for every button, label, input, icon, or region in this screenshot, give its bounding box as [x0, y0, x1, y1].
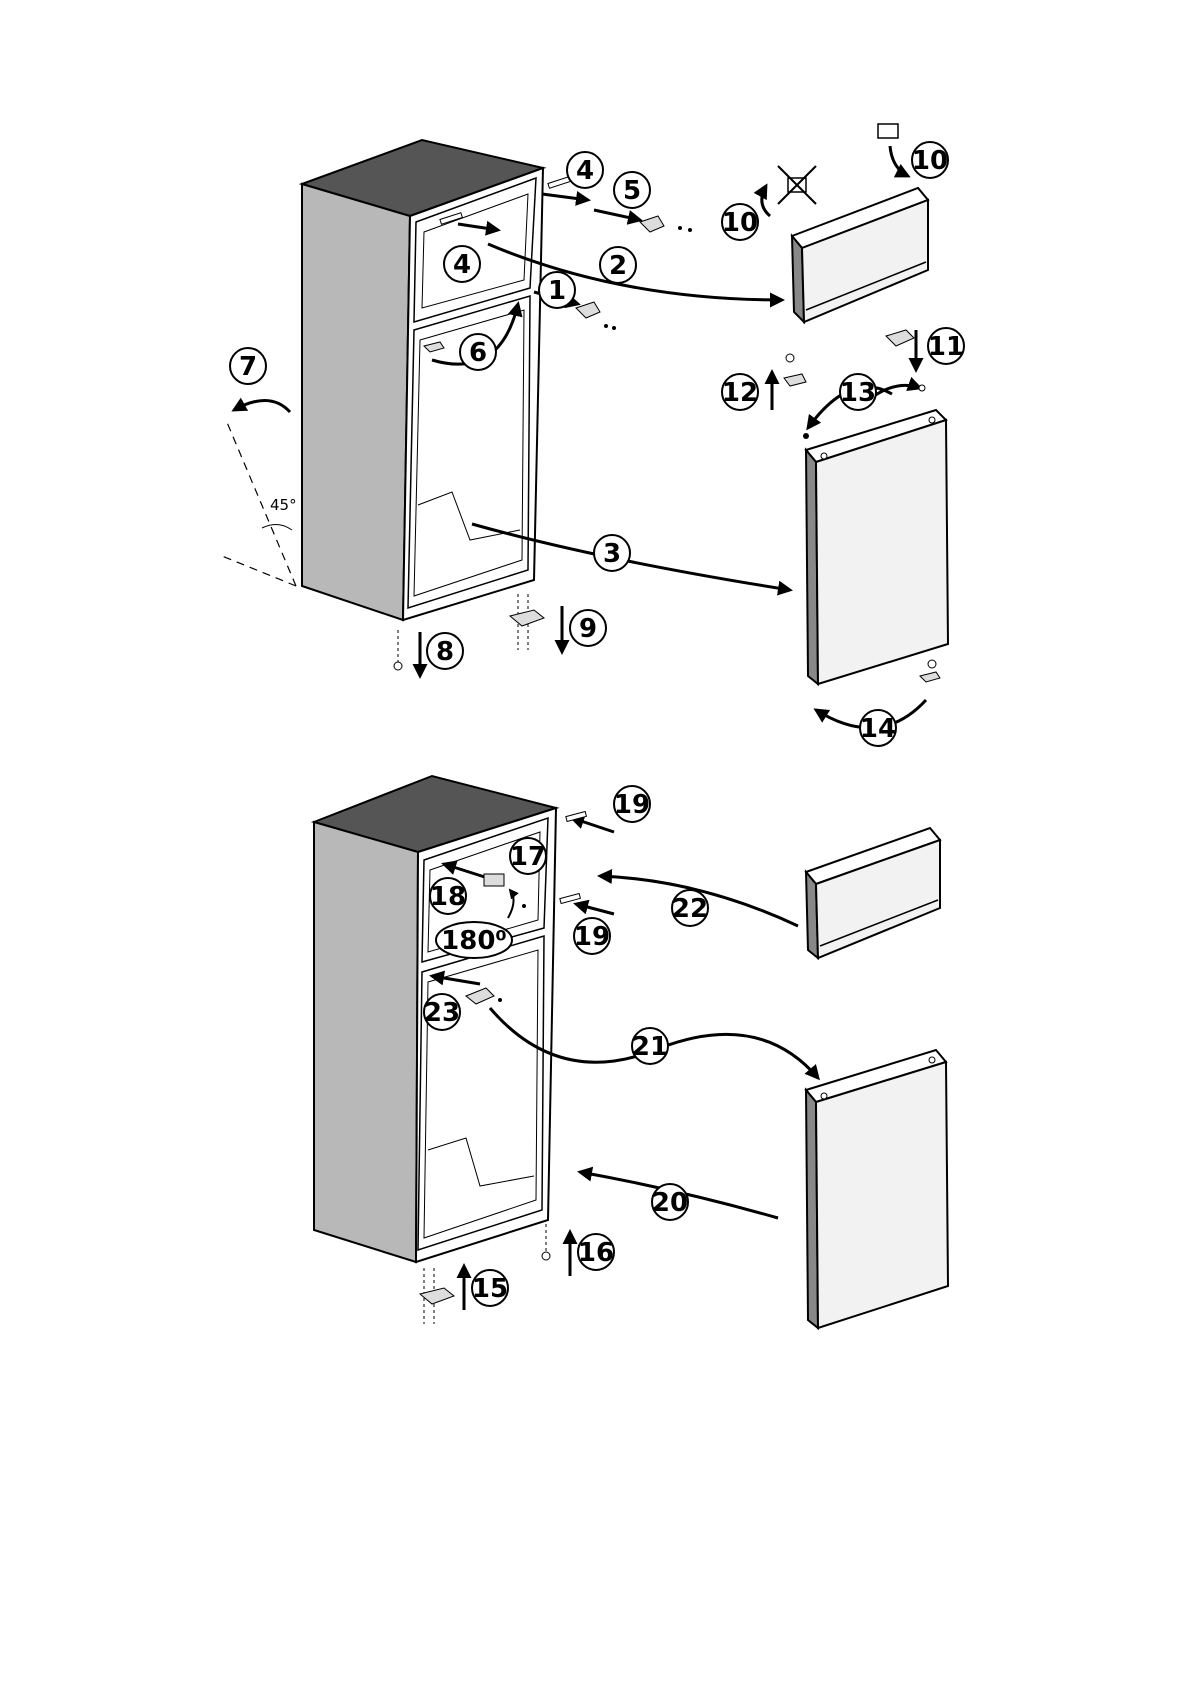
hinge-icon: [640, 216, 664, 232]
svg-text:19: 19: [574, 922, 610, 952]
pin-icon: [548, 177, 570, 189]
svg-text:16: 16: [578, 1238, 614, 1268]
pin-icon: [560, 893, 581, 903]
cabinet-left-side: [302, 184, 410, 620]
cabinet-left-side: [314, 822, 418, 1262]
hinge-icon: [484, 874, 504, 886]
screw-icon: [612, 326, 616, 330]
screw-icon: [394, 662, 402, 670]
svg-text:13: 13: [840, 378, 876, 408]
svg-text:10: 10: [912, 146, 948, 176]
svg-text:6: 6: [469, 338, 487, 368]
svg-text:7: 7: [239, 352, 257, 382]
svg-text:12: 12: [722, 378, 758, 408]
svg-text:2: 2: [609, 251, 627, 281]
hinge-icon: [576, 302, 600, 318]
screw-icon: [803, 433, 809, 439]
svg-text:5: 5: [623, 176, 641, 206]
svg-text:19: 19: [614, 790, 650, 820]
svg-text:21: 21: [632, 1032, 668, 1062]
screw-icon: [498, 998, 502, 1002]
svg-text:8: 8: [436, 637, 454, 667]
rotation-label: 180⁰: [441, 926, 507, 956]
step-7-marker: 7: [230, 348, 290, 412]
svg-text:4: 4: [576, 156, 594, 186]
pin-icon: [928, 660, 936, 668]
freezer-door-top: [792, 188, 928, 322]
svg-text:10: 10: [722, 208, 758, 238]
svg-text:20: 20: [652, 1188, 688, 1218]
svg-text:1: 1: [548, 276, 566, 306]
screw-icon: [688, 228, 692, 232]
svg-text:9: 9: [579, 614, 597, 644]
svg-text:22: 22: [672, 894, 708, 924]
hinge-icon: [920, 672, 940, 682]
svg-text:15: 15: [472, 1274, 508, 1304]
freezer-door-bottom: [806, 828, 940, 958]
svg-text:4: 4: [453, 250, 471, 280]
svg-text:3: 3: [603, 539, 621, 569]
svg-text:11: 11: [928, 332, 964, 362]
svg-text:18: 18: [430, 882, 466, 912]
screw-icon: [678, 226, 682, 230]
hinge-icon: [886, 330, 914, 346]
hinge-icon: [510, 610, 544, 626]
arrow-icon: [234, 400, 290, 412]
screw-icon: [542, 1252, 550, 1260]
screw-icon: [522, 904, 526, 908]
fridge-top-view: [302, 140, 543, 620]
screw-icon: [604, 324, 608, 328]
svg-text:14: 14: [860, 714, 896, 744]
fridge-door-top: [806, 410, 948, 684]
angle-label: 45°: [270, 496, 297, 514]
hinge-icon: [420, 1288, 454, 1304]
pin-icon: [786, 354, 794, 362]
svg-text:23: 23: [424, 998, 460, 1028]
fridge-door-bottom: [806, 1050, 948, 1328]
crossed-out-icon: [778, 166, 816, 204]
hinge-icon: [784, 374, 806, 386]
svg-text:17: 17: [510, 842, 546, 872]
pin-icon: [919, 385, 925, 391]
